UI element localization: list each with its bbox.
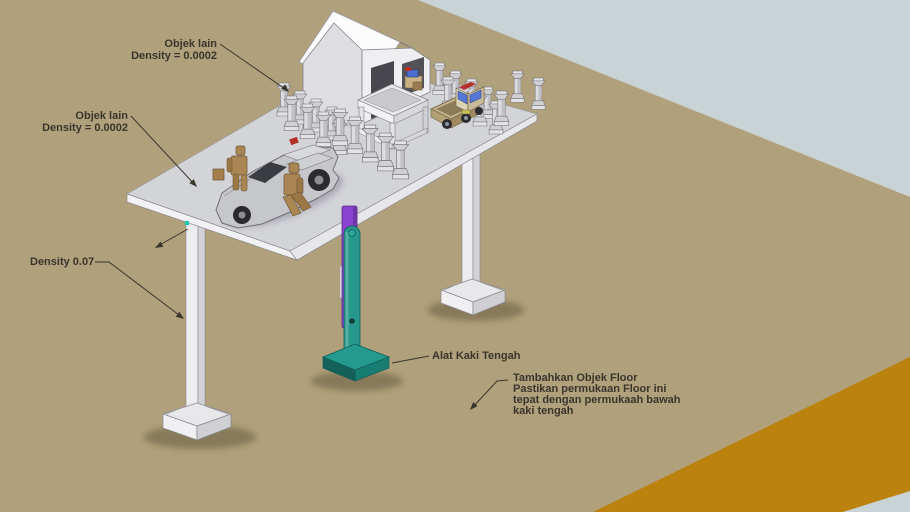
base-facet-line bbox=[165, 405, 187, 415]
truck-license-plate bbox=[461, 109, 471, 115]
truck-roof-light bbox=[459, 82, 476, 90]
small-truck-cargo bbox=[412, 81, 423, 91]
teal-bar-highlight bbox=[345, 232, 349, 356]
annotation-density-leg[interactable]: Density 0.07 bbox=[30, 256, 95, 268]
small-truck-window bbox=[406, 69, 419, 78]
middle-leg-base[interactable] bbox=[321, 343, 391, 382]
leg-left-side-face bbox=[197, 219, 206, 409]
middle-leg-teal-bar[interactable] bbox=[343, 225, 361, 359]
mannequin-arm bbox=[296, 177, 304, 195]
leader-line-objek-lain-top bbox=[219, 43, 289, 92]
middle-base-side bbox=[354, 356, 390, 382]
teal-bar-pin bbox=[348, 229, 356, 237]
table-leg-right[interactable] bbox=[439, 149, 507, 316]
corner-sky bbox=[843, 491, 910, 512]
leader-line-floor-note bbox=[470, 379, 509, 410]
leader-line-alat-kaki bbox=[391, 355, 430, 364]
truck-wheel-hub bbox=[464, 116, 468, 120]
mannequin-sitting[interactable] bbox=[282, 162, 312, 217]
base-facet-line bbox=[479, 281, 503, 291]
car-wheel-hub bbox=[238, 211, 246, 219]
annotation-line: Objek lain bbox=[75, 110, 128, 122]
small-truck-light bbox=[405, 67, 411, 71]
teal-bar-hole bbox=[349, 318, 355, 324]
pickup-truck[interactable] bbox=[430, 82, 485, 129]
truck-wheel bbox=[475, 107, 483, 115]
mannequin-standing[interactable] bbox=[226, 145, 248, 192]
mannequin-arm bbox=[226, 157, 233, 173]
car-windshield bbox=[248, 162, 287, 183]
middle-leg[interactable] bbox=[321, 205, 391, 382]
table-leg-left[interactable] bbox=[161, 219, 233, 441]
mini-table[interactable] bbox=[357, 83, 429, 150]
annotation-line: Objek lain bbox=[164, 38, 217, 50]
truck-side-window bbox=[469, 89, 482, 104]
annotation-objek-lain-left[interactable]: Objek lain Density = 0.0002 bbox=[8, 110, 128, 134]
annotation-line: Tambahkan Objek Floor bbox=[513, 372, 638, 384]
leader-line-objek-lain-left bbox=[130, 115, 197, 187]
mannequin-leg bbox=[232, 173, 240, 191]
mannequin-head bbox=[288, 162, 300, 174]
car-red-item bbox=[289, 136, 299, 146]
sky-background bbox=[418, 0, 910, 197]
wood-box[interactable] bbox=[212, 168, 225, 181]
annotation-line: Density = 0.0002 bbox=[131, 50, 217, 62]
annotation-line: tepat dengan permukaah bawah bbox=[513, 394, 681, 406]
mini-table-tray bbox=[363, 87, 422, 113]
leg-left-front-face bbox=[185, 219, 199, 409]
mannequin-head bbox=[235, 145, 246, 156]
annotation-line: Density = 0.0002 bbox=[42, 122, 128, 134]
leg-right-base-side bbox=[472, 289, 506, 316]
truck-wheel-hub bbox=[445, 122, 449, 126]
leader-line-density-leg bbox=[95, 261, 184, 319]
annotation-alat-kaki-tengah[interactable]: Alat Kaki Tengah bbox=[432, 350, 521, 362]
base-facet-line bbox=[204, 405, 229, 415]
car-wheel-hub bbox=[314, 175, 324, 185]
car-rear-deck bbox=[281, 144, 332, 162]
mannequin-leg bbox=[290, 191, 312, 212]
base-facet-line bbox=[443, 281, 463, 291]
leg-right-front-face bbox=[461, 149, 474, 287]
truck-windshield bbox=[457, 90, 468, 105]
annotation-line: kaki tengah bbox=[513, 405, 574, 417]
arrowhead bbox=[175, 311, 184, 319]
annotation-line: Pastikan permukaan Floor ini bbox=[513, 383, 667, 395]
floor-object[interactable] bbox=[593, 357, 910, 512]
selection-dot bbox=[185, 221, 189, 225]
mannequin-torso bbox=[230, 155, 248, 176]
arrowhead bbox=[155, 241, 164, 248]
arrowhead bbox=[470, 402, 478, 410]
annotation-objek-lain-top[interactable]: Objek lain Density = 0.0002 bbox=[95, 38, 217, 62]
leader-arrowheads bbox=[155, 84, 478, 410]
shadow-middle-base bbox=[311, 371, 403, 391]
small-truck[interactable] bbox=[404, 67, 423, 91]
leg-right-side-face bbox=[472, 149, 481, 287]
mannequin-leg bbox=[240, 174, 248, 192]
arrowhead bbox=[281, 84, 289, 92]
mannequin-leg bbox=[282, 194, 302, 217]
annotation-floor-note[interactable]: Tambahkan Objek Floor Pastikan permukaan… bbox=[513, 373, 680, 417]
arrowhead bbox=[189, 179, 197, 187]
leg-left-base-side bbox=[196, 413, 232, 441]
